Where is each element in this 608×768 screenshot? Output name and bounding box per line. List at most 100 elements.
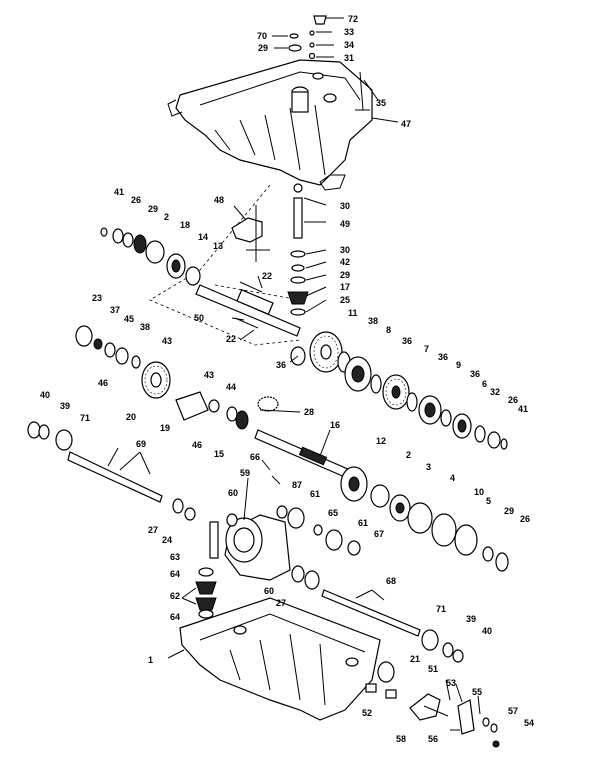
label: 72 (348, 14, 358, 24)
label: 33 (344, 27, 354, 37)
label: 36 (276, 360, 286, 370)
label: 4 (450, 473, 455, 483)
label: 16 (330, 420, 340, 430)
center-small-parts (276, 505, 361, 556)
shaft-16 (254, 429, 351, 479)
label: 36 (470, 369, 480, 379)
right-lower-stack (421, 629, 464, 663)
label: 6 (482, 379, 487, 389)
lower-case (179, 597, 381, 721)
label: 42 (340, 257, 350, 267)
label: 26 (508, 395, 518, 405)
label: 40 (40, 390, 50, 400)
label: 28 (304, 407, 314, 417)
label: 26 (520, 514, 530, 524)
label: 71 (80, 413, 90, 423)
label: 12 (376, 436, 386, 446)
label: 29 (258, 43, 268, 53)
label: 56 (428, 734, 438, 744)
left-upper-stack (100, 227, 201, 286)
label: 63 (170, 552, 180, 562)
spider-gears (195, 567, 217, 619)
label: 29 (148, 204, 158, 214)
label: 61 (358, 518, 368, 528)
label: 46 (192, 440, 202, 450)
label: 14 (198, 232, 208, 242)
label: 52 (362, 708, 372, 718)
label: 20 (126, 412, 136, 422)
center-housing (209, 475, 291, 581)
label: 15 (214, 449, 224, 459)
label: 40 (482, 626, 492, 636)
label: 60 (264, 586, 274, 596)
label: 27 (148, 525, 158, 535)
label: 29 (504, 506, 514, 516)
label: 47 (401, 119, 411, 129)
label: 36 (402, 336, 412, 346)
label: 8 (386, 325, 391, 335)
label: 60 (228, 488, 238, 498)
label: 69 (136, 439, 146, 449)
label: 36 (438, 352, 448, 362)
top-small-parts (288, 15, 327, 239)
upper-housing (167, 59, 373, 191)
label: 67 (374, 529, 384, 539)
left-lower-stack (27, 421, 196, 521)
label: 43 (162, 336, 172, 346)
label: 64 (170, 569, 180, 579)
label: 46 (98, 378, 108, 388)
label: 35 (376, 98, 386, 108)
label: 55 (472, 687, 482, 697)
label: 70 (257, 31, 267, 41)
label: 62 (170, 591, 180, 601)
label: 41 (114, 187, 124, 197)
label: 30 (340, 201, 350, 211)
label: 2 (164, 212, 169, 222)
label: 44 (226, 382, 236, 392)
label: 22 (262, 271, 272, 281)
label: 49 (340, 219, 350, 229)
housing-side-parts (291, 565, 320, 590)
leader-lines (107, 17, 481, 731)
label: 39 (60, 401, 70, 411)
label: 71 (436, 604, 446, 614)
label: 39 (466, 614, 476, 624)
label: 87 (292, 480, 302, 490)
label: 22 (226, 334, 236, 344)
callout-labels: 72 70 33 29 34 31 35 47 41 26 29 2 18 14… (40, 14, 534, 744)
label: 30 (340, 245, 350, 255)
guide-lines (149, 184, 301, 346)
label: 11 (348, 308, 358, 318)
label: 68 (386, 576, 396, 586)
label: 43 (204, 370, 214, 380)
left-middle-stack (75, 325, 171, 399)
label: 51 (428, 664, 438, 674)
shaft-50 (195, 281, 301, 337)
label: 7 (424, 344, 429, 354)
label: 45 (124, 314, 134, 324)
label: 25 (340, 295, 350, 305)
label: 24 (162, 535, 172, 545)
label: 53 (446, 678, 456, 688)
label: 26 (131, 195, 141, 205)
label: 32 (490, 387, 500, 397)
label: 61 (310, 489, 320, 499)
label: 41 (518, 404, 528, 414)
label: 31 (344, 53, 354, 63)
label: 38 (368, 316, 378, 326)
label: 10 (474, 487, 484, 497)
label: 37 (110, 305, 120, 315)
axle-68 (321, 589, 421, 637)
label: 64 (170, 612, 180, 622)
label: 1 (148, 655, 153, 665)
label: 5 (486, 496, 491, 506)
label: 57 (508, 706, 518, 716)
label: 18 (180, 220, 190, 230)
label: 13 (213, 241, 223, 251)
label: 19 (160, 423, 170, 433)
label: 23 (92, 293, 102, 303)
label: 38 (140, 322, 150, 332)
label: 59 (240, 468, 250, 478)
gear-row-lower (340, 466, 509, 572)
